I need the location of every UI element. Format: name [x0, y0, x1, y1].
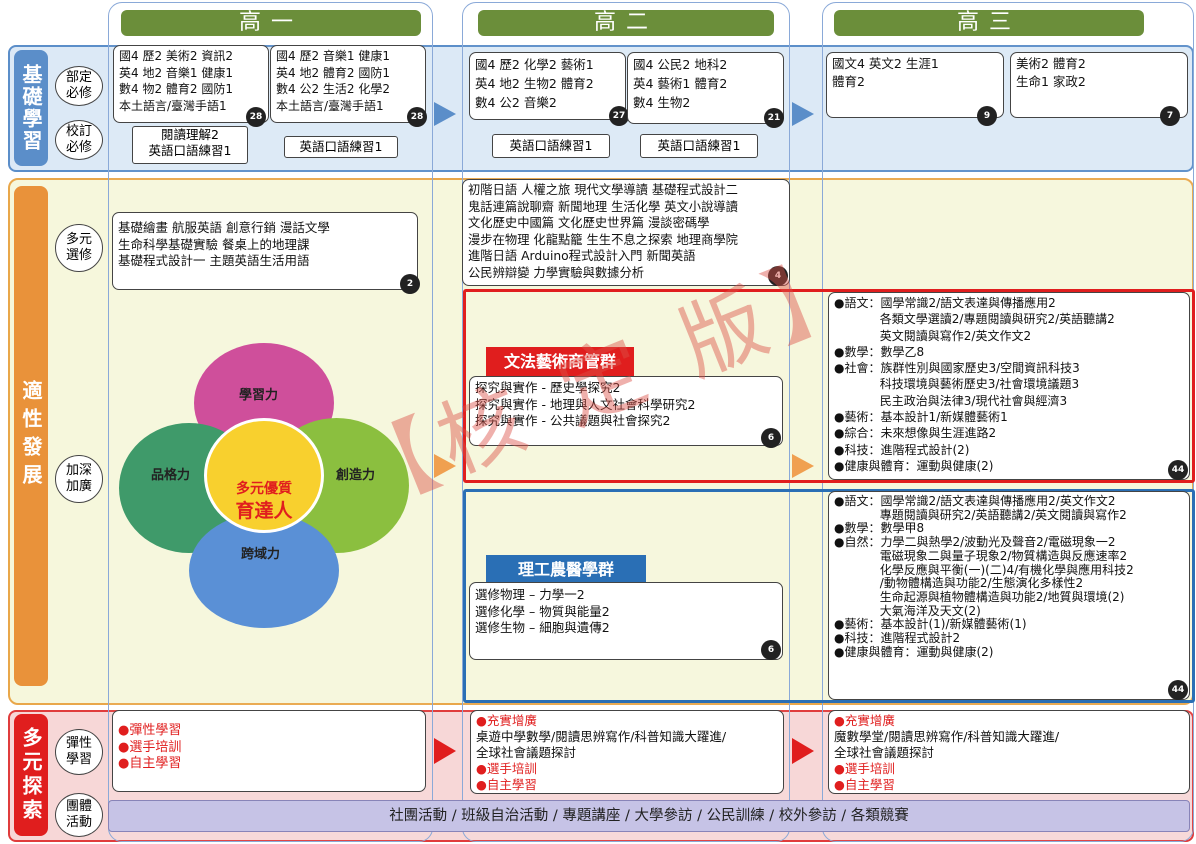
y1b-count-badge: 28: [407, 107, 427, 127]
y1-multi-count-badge: 2: [400, 274, 420, 294]
science-group-title: 理工農醫學群: [486, 555, 646, 585]
y1-flex-box: ●彈性學習 ●選手培訓 ●自主學習: [112, 710, 426, 792]
group-activities-bar: 社團活動 / 班級自治活動 / 專題講座 / 大學參訪 / 公民訓練 / 校外參…: [108, 800, 1190, 832]
y3-flex-heading: ●充實增廣: [834, 713, 895, 728]
humanities-group-title: 文法藝術商管群: [486, 347, 634, 377]
partial-required-label: 部定必修: [55, 66, 103, 106]
arrow-flex-2: [792, 738, 814, 764]
y2-flex-box: ●充實增廣 桌遊中學數學/閱讀思辨寫作/科普知識大躍進/ 全球社會議題探討 ●選…: [470, 710, 784, 794]
adaptive-sidebar: 適性發展: [14, 186, 48, 686]
y3b-count-badge: 7: [1160, 106, 1180, 126]
y3-humanities-deep-box: ●語文：國學常識2/語文表達與傳播應用2 各類文學選讀2/專題閱讀與研究2/英語…: [828, 292, 1190, 480]
year3-header: 高三: [834, 10, 1144, 36]
y1-school-box-a: 閱讀理解2 英語口語練習1: [132, 126, 248, 164]
y3-science-deep-box: ●語文：國學常識2/語文表達與傳播應用2/英文作文2 專題閱讀與研究2/英語聽講…: [828, 491, 1190, 700]
y1-flex-item-2: ●選手培訓: [118, 739, 182, 755]
flower-bottom-label: 跨域力: [241, 547, 281, 562]
flex-learning-label: 彈性學習: [55, 729, 103, 775]
y3-flex-box: ●充實增廣 魔數學堂/閱讀思辨寫作/科普知識大躍進/ 全球社會議題探討 ●選手培…: [828, 710, 1190, 794]
explore-sidebar: 多元探索: [14, 714, 48, 836]
partial-required-text: 部定必修: [65, 70, 92, 101]
y2-flex-text: 桌遊中學數學/閱讀思辨寫作/科普知識大躍進/ 全球社會議題探討: [476, 729, 727, 760]
y2-school-box-a: 英語口語練習1: [492, 134, 610, 158]
y1a-count-badge: 28: [246, 107, 266, 127]
adaptive-sidebar-label: 適性發展: [19, 380, 43, 492]
y1-flex-item-1: ●彈性學習: [118, 723, 182, 738]
y3-required-box-b: 美術2 體育2 生命1 家政2: [1010, 52, 1188, 118]
multi-elective-text: 多元選修: [65, 232, 92, 263]
y2-multi-count-badge: 4: [768, 266, 788, 286]
y2-flex-heading: ●充實增廣: [476, 713, 537, 728]
school-required-text: 校訂必修: [65, 124, 92, 155]
group-activity-text: 團體活動: [65, 799, 92, 830]
flower-left-label: 品格力: [151, 468, 191, 483]
y2-school-box-b: 英語口語練習1: [640, 134, 758, 158]
y2-flex-item-a: ●選手培訓: [476, 761, 537, 776]
arrow-flex-1: [434, 738, 456, 764]
y1-school-box-b: 英語口語練習1: [284, 136, 398, 158]
y1-required-box-b: 國4 歷2 音樂1 健康1 英4 地2 體育2 國防1 數4 公2 生活2 化學…: [270, 45, 426, 123]
arrow-adaptive-2: [792, 454, 814, 478]
y2-flex-item-b: ●自主學習: [476, 777, 537, 792]
y3a-count-badge: 9: [977, 106, 997, 126]
flower-right-label: 創造力: [336, 468, 376, 483]
y2-required-box-b: 國4 公民2 地科2 英4 藝術1 體育2 數4 生物2: [627, 52, 784, 124]
core-competency-flower: 多元優質 育達人 學習力 品格力 創造力 跨域力: [114, 338, 414, 698]
y2a-count-badge: 27: [609, 106, 629, 126]
y3-science-count-badge: 44: [1168, 680, 1188, 700]
group-activity-label: 團體活動: [55, 793, 103, 837]
deep-broad-label: 加深加廣: [55, 455, 103, 503]
science-count-badge: 6: [761, 640, 781, 660]
explore-sidebar-label: 多元探索: [19, 727, 43, 823]
y3-required-box-a: 國文4 英文2 生涯1 體育2: [826, 52, 1004, 118]
flower-top-label: 學習力: [239, 388, 279, 403]
science-group-box: 選修物理 – 力學一2 選修化學 – 物質與能量2 選修生物 – 細胞與遺傳2: [469, 582, 783, 660]
flex-learning-text: 彈性學習: [65, 736, 92, 767]
arrow-adaptive-1: [434, 454, 456, 478]
y1-required-box-a: 國4 歷2 美術2 資訊2 英4 地2 音樂1 健康1 數4 物2 體育2 國防…: [113, 45, 269, 123]
flower-center-line1: 多元優質: [236, 481, 292, 497]
year2-header: 高二: [478, 10, 774, 36]
basic-sidebar-label: 基礎學習: [19, 64, 43, 152]
y3-flex-item-b: ●自主學習: [834, 777, 895, 792]
school-required-label: 校訂必修: [55, 120, 103, 160]
group-activities-text: 社團活動 / 班級自治活動 / 專題講座 / 大學參訪 / 公民訓練 / 校外參…: [389, 808, 909, 824]
y1-multi-box: 基礎繪畫 航服英語 創意行銷 漫話文學 生命科學基礎實驗 餐桌上的地理課 基礎程…: [112, 212, 418, 290]
y2b-count-badge: 21: [764, 108, 784, 128]
y3-humanities-count-badge: 44: [1168, 460, 1188, 480]
y2-required-box-a: 國4 歷2 化學2 藝術1 英4 地2 生物2 體育2 數4 公2 音樂2: [469, 52, 626, 120]
flower-center-line2: 育達人: [235, 500, 293, 522]
y3-flex-item-a: ●選手培訓: [834, 761, 895, 776]
arrow-basic-2: [792, 102, 814, 126]
y2-multi-box: 初階日語 人權之旅 現代文學導讀 基礎程式設計二 鬼話連篇說聊齋 新聞地理 生活…: [462, 179, 790, 286]
multi-elective-label: 多元選修: [55, 224, 103, 272]
science-group-frame: [463, 489, 1195, 703]
humanities-group-frame: [463, 289, 1195, 483]
y1-flex-item-3: ●自主學習: [118, 756, 182, 771]
y3-flex-text: 魔數學堂/閱讀思辨寫作/科普知識大躍進/ 全球社會議題探討: [834, 729, 1060, 760]
humanities-group-box: 探究與實作 - 歷史學探究2 探究與實作 - 地理與人文社會科學研究2 探究與實…: [469, 376, 783, 446]
arrow-basic-1: [434, 102, 456, 126]
basic-sidebar: 基礎學習: [14, 50, 48, 166]
humanities-count-badge: 6: [761, 428, 781, 448]
flower-center: [204, 418, 324, 533]
year1-header: 高一: [121, 10, 421, 36]
deep-broad-text: 加深加廣: [65, 463, 92, 494]
